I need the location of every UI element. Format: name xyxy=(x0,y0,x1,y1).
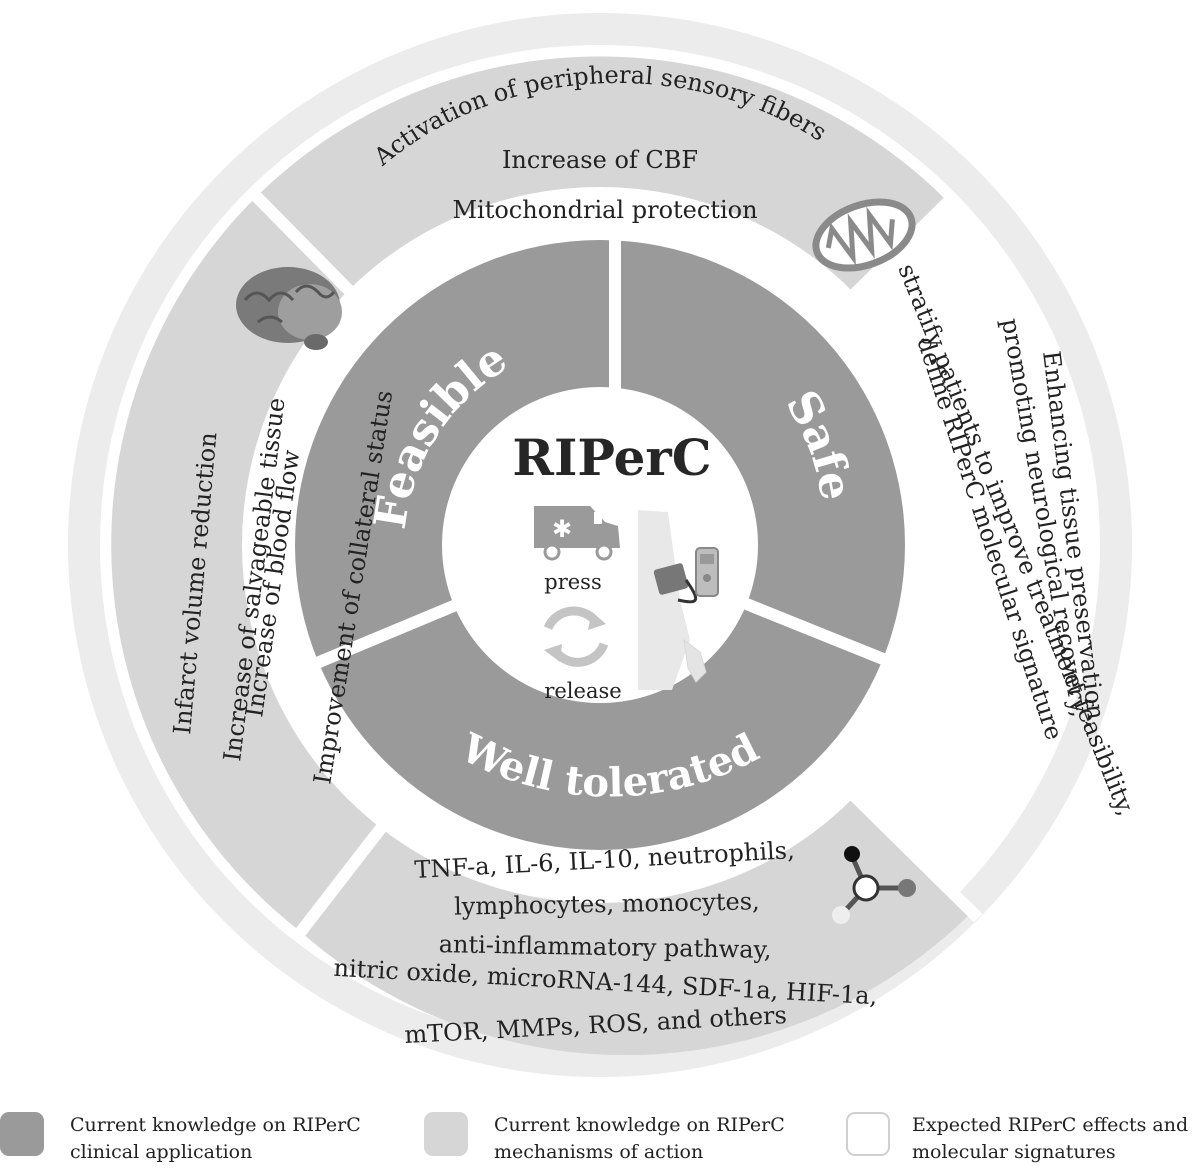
circular-diagram: RIPerC ✱ press release Feasible Safe Wel… xyxy=(68,13,1140,1077)
legend-item-expected: Expected RIPerC effects and molecular si… xyxy=(846,1112,1188,1166)
legend-expected-line-2: molecular signatures xyxy=(912,1141,1116,1163)
legend-swatch-dark xyxy=(0,1112,44,1156)
legend-expected-line-1: Expected RIPerC effects and xyxy=(912,1114,1189,1136)
legend-mechanisms-line-2: mechanisms of action xyxy=(494,1141,704,1163)
legend-item-mechanisms: Current knowledge on RIPerC mechanisms o… xyxy=(424,1112,785,1166)
legend-clinical-line-2: clinical application xyxy=(70,1141,253,1163)
top-line-2: Increase of CBF xyxy=(502,146,698,174)
bottom-line-2: lymphocytes, monocytes, xyxy=(454,887,760,920)
legend-item-clinical: Current knowledge on RIPerC clinical app… xyxy=(0,1112,361,1166)
svg-text:✱: ✱ xyxy=(552,515,572,543)
press-label: press xyxy=(544,570,601,594)
legend-swatch-light xyxy=(424,1112,468,1156)
mitochondrion-icon xyxy=(812,198,916,272)
legend-clinical-line-1: Current knowledge on RIPerC xyxy=(70,1114,361,1136)
center-title: RIPerC xyxy=(512,428,711,487)
legend-mechanisms-line-1: Current knowledge on RIPerC xyxy=(494,1114,785,1136)
brain-icon xyxy=(236,267,342,350)
ambulance-icon: ✱ xyxy=(534,506,620,561)
legend-swatch-white xyxy=(846,1112,890,1156)
arm-cuff-device-icon xyxy=(638,510,719,690)
molecule-icon xyxy=(832,846,916,924)
top-line-3: Mitochondrial protection xyxy=(452,196,757,224)
release-label: release xyxy=(544,679,621,703)
bottom-line-3: anti-inflammatory pathway, xyxy=(438,930,771,964)
